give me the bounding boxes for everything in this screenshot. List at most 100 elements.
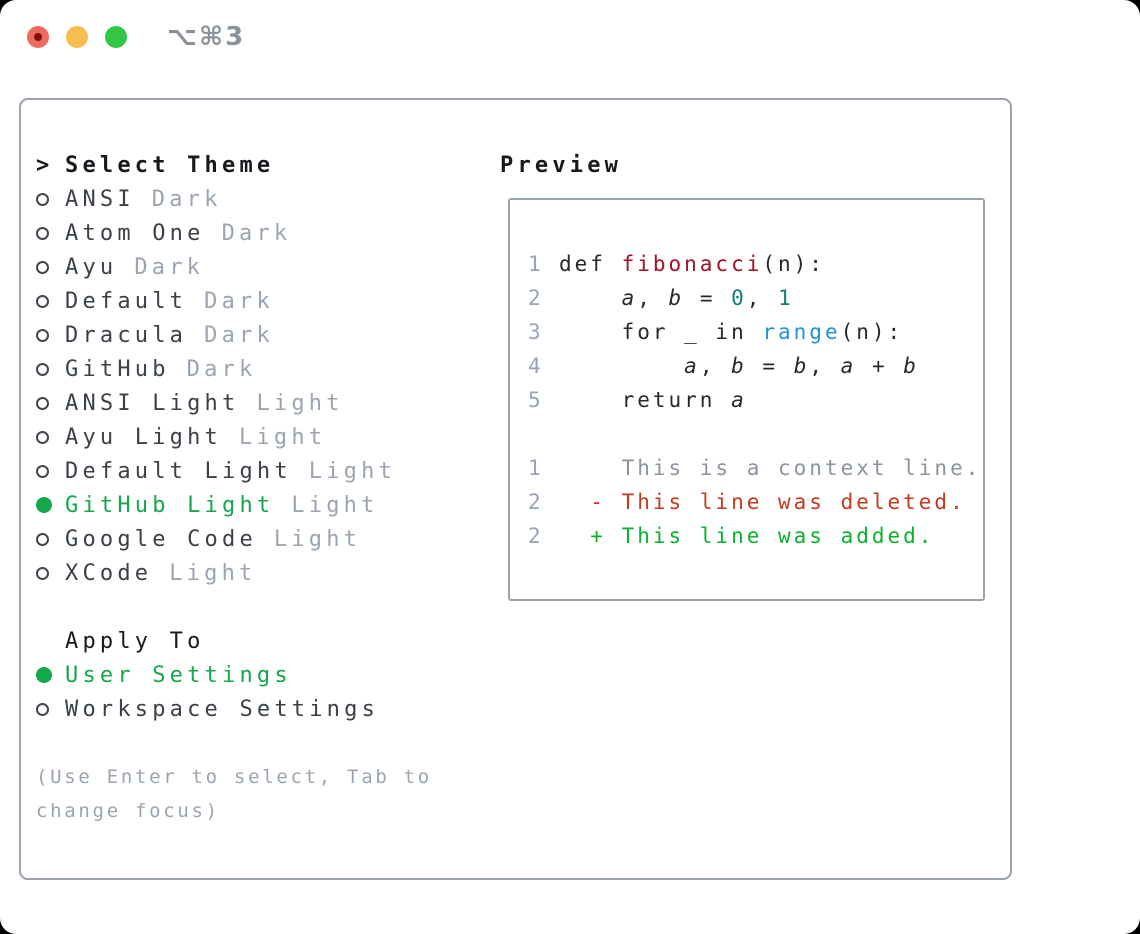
code-line: 4 a, b = b, a + b (528, 349, 983, 383)
code-token-added: + This line was added. (559, 524, 935, 548)
theme-variant-label: Light (308, 458, 397, 484)
theme-variant-label: Light (273, 526, 362, 552)
theme-variant-label: Dark (221, 220, 292, 246)
code-line: 2 a, b = 0, 1 (528, 281, 983, 315)
code-token-default: , (809, 354, 841, 378)
code-token-default: , (746, 286, 779, 310)
theme-name: Google Code (65, 526, 257, 552)
theme-variant-label: Light (239, 424, 327, 450)
radio-icon (36, 702, 49, 716)
apply-option-workspace-settings[interactable]: Workspace Settings (36, 692, 496, 726)
theme-name: Ayu (65, 254, 118, 280)
code-line: 2 + This line was added. (528, 519, 983, 553)
code-line (528, 417, 983, 451)
radio-icon (36, 362, 49, 376)
code-token-default: def (559, 252, 622, 276)
minimize-button[interactable] (66, 26, 88, 48)
code-token-variable: a (621, 286, 638, 310)
theme-variant-label: Dark (186, 356, 257, 382)
radio-icon (36, 192, 49, 206)
close-button[interactable] (27, 26, 49, 48)
code-token-variable: a (684, 354, 700, 378)
line-number: 2 (528, 524, 541, 548)
radio-selected-icon (36, 667, 52, 683)
theme-name: ANSI Light (65, 390, 240, 416)
radio-icon (36, 566, 49, 580)
code-token-function: fibonacci (621, 252, 763, 276)
apply-option-label: Workspace Settings (65, 696, 380, 722)
apply-to-header: Apply To (36, 624, 496, 658)
spacer-row (36, 590, 496, 624)
apply-to-title: Apply To (65, 628, 205, 654)
code-token-default (559, 286, 622, 310)
zoom-button[interactable] (105, 26, 127, 48)
theme-name: ANSI (65, 186, 135, 212)
select-theme-title: Select Theme (65, 152, 275, 178)
theme-option-default-light-light[interactable]: Default Light Light (36, 454, 496, 488)
theme-variant-label: Dark (204, 288, 274, 314)
unsaved-dot-icon (34, 33, 42, 41)
code-token-default: (n): (762, 252, 825, 276)
theme-variant-label: Light (256, 390, 344, 416)
theme-option-ansi-light-light[interactable]: ANSI Light Light (36, 386, 496, 420)
radio-icon (36, 532, 49, 546)
line-number: 2 (528, 286, 541, 310)
code-token-variable: b (793, 354, 810, 378)
apply-option-label: User Settings (65, 662, 292, 688)
code-line: 2 - This line was deleted. (528, 485, 983, 519)
code-line: 1 This is a context line. (528, 451, 983, 485)
theme-option-atom-one-dark[interactable]: Atom One Dark (36, 216, 496, 250)
theme-name: XCode (65, 560, 153, 586)
code-token-default: + (856, 354, 904, 378)
select-theme-header: > Select Theme (36, 148, 496, 182)
traffic-lights (27, 26, 127, 48)
theme-variant-label: Dark (134, 254, 205, 280)
code-token-number: 1 (778, 286, 794, 310)
theme-option-github-light-light[interactable]: GitHub Light Light (36, 488, 496, 522)
line-number: 3 (528, 320, 541, 344)
apply-option-user-settings[interactable]: User Settings (36, 658, 496, 692)
code-token-variable: b (731, 354, 747, 378)
code-token-default: (n): (840, 320, 904, 344)
theme-variant-label: Dark (204, 322, 274, 348)
theme-name: Dracula (65, 322, 188, 348)
code-line: 3 for _ in range(n): (528, 315, 983, 349)
code-token-builtin: range (762, 320, 841, 344)
theme-variant-label: Dark (151, 186, 222, 212)
line-number: 5 (528, 388, 541, 412)
theme-name: Atom One (65, 220, 205, 246)
theme-option-dracula-dark[interactable]: Dracula Dark (36, 318, 496, 352)
code-token-default (559, 354, 684, 378)
theme-name: Default (65, 288, 188, 314)
line-number: 1 (528, 456, 541, 480)
code-token-default: , (699, 354, 732, 378)
theme-name: GitHub Light (65, 492, 275, 518)
code-token-number: 0 (731, 286, 747, 310)
preview-title: Preview (500, 152, 623, 178)
code-token-variable: a (840, 354, 857, 378)
radio-icon (36, 328, 49, 342)
window-title: ⌥⌘3 (167, 22, 246, 52)
radio-selected-icon (36, 497, 52, 513)
theme-variant-label: Light (291, 492, 379, 518)
hint-text-line-2: change focus) (36, 800, 220, 822)
prompt-icon: > (36, 152, 50, 178)
theme-option-google-code-light[interactable]: Google Code Light (36, 522, 496, 556)
code-token-deleted: - This line was deleted. (559, 490, 966, 514)
code-token-variable: b (903, 354, 919, 378)
theme-option-default-dark[interactable]: Default Dark (36, 284, 496, 318)
radio-icon (36, 464, 49, 478)
theme-name: Default Light (65, 458, 292, 484)
radio-icon (36, 226, 49, 240)
theme-option-ansi-dark[interactable]: ANSI Dark (36, 182, 496, 216)
theme-option-ayu-dark[interactable]: Ayu Dark (36, 250, 496, 284)
